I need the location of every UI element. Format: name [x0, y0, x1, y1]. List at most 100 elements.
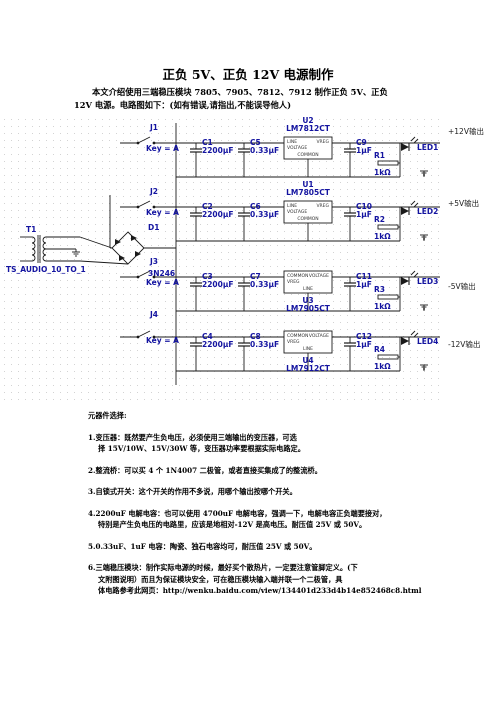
grid-dot	[333, 182, 334, 183]
grid-dot	[270, 273, 271, 274]
grid-dot	[277, 217, 278, 218]
grid-dot	[172, 126, 173, 127]
grid-dot	[249, 287, 250, 288]
grid-dot	[410, 203, 411, 204]
grid-dot	[291, 364, 292, 365]
grid-dot	[214, 280, 215, 281]
grid-dot	[11, 217, 12, 218]
grid-dot	[347, 238, 348, 239]
grid-dot	[221, 350, 222, 351]
grid-dot	[18, 189, 19, 190]
grid-dot	[396, 224, 397, 225]
note-item: 1.变压器：既然要产生负电压，必须使用三端输出的变压器，可选择 15V/10W、…	[88, 432, 428, 455]
grid-dot	[249, 196, 250, 197]
grid-dot	[368, 224, 369, 225]
grid-dot	[109, 140, 110, 141]
grid-dot	[368, 196, 369, 197]
switch-lever	[137, 270, 151, 278]
grid-dot	[389, 119, 390, 120]
grid-dot	[81, 378, 82, 379]
grid-dot	[46, 371, 47, 372]
grid-dot	[368, 287, 369, 288]
grid-dot	[25, 385, 26, 386]
grid-dot	[431, 182, 432, 183]
grid-dot	[109, 385, 110, 386]
grid-dot	[228, 231, 229, 232]
grid-dot	[221, 154, 222, 155]
grid-dot	[277, 140, 278, 141]
grid-dot	[123, 343, 124, 344]
grid-dot	[214, 322, 215, 323]
grid-dot	[417, 357, 418, 358]
grid-dot	[340, 259, 341, 260]
grid-dot	[438, 217, 439, 218]
grid-dot	[298, 322, 299, 323]
grid-dot	[263, 378, 264, 379]
grid-dot	[193, 119, 194, 120]
grid-dot	[151, 119, 152, 120]
grid-dot	[95, 245, 96, 246]
grid-dot	[361, 273, 362, 274]
grid-dot	[25, 392, 26, 393]
intro-line-1: 本文介绍使用三端稳压模块 7805、7905、7812、7912 制作正负 5V…	[92, 87, 388, 97]
grid-dot	[193, 168, 194, 169]
grid-dot	[32, 378, 33, 379]
grid-dot	[270, 336, 271, 337]
grid-dot	[158, 294, 159, 295]
grid-dot	[123, 154, 124, 155]
grid-dot	[417, 119, 418, 120]
grid-dot	[95, 224, 96, 225]
grid-dot	[25, 329, 26, 330]
grid-dot	[88, 392, 89, 393]
grid-dot	[431, 126, 432, 127]
grid-dot	[298, 238, 299, 239]
grid-dot	[88, 224, 89, 225]
diode-symbol	[131, 235, 137, 241]
switch-ref: J3	[149, 257, 158, 266]
grid-dot	[403, 154, 404, 155]
grid-dot	[151, 147, 152, 148]
grid-dot	[389, 343, 390, 344]
grid-dot	[123, 217, 124, 218]
grid-dot	[256, 392, 257, 393]
grid-dot	[375, 147, 376, 148]
grid-dot	[305, 182, 306, 183]
grid-dot	[144, 189, 145, 190]
grid-dot	[235, 308, 236, 309]
grid-dot	[144, 350, 145, 351]
grid-dot	[116, 350, 117, 351]
grid-dot	[277, 357, 278, 358]
grid-dot	[81, 168, 82, 169]
grid-dot	[326, 126, 327, 127]
grid-dot	[235, 287, 236, 288]
grid-dot	[116, 301, 117, 302]
grid-dot	[81, 161, 82, 162]
grid-dot	[165, 273, 166, 274]
grid-dot	[396, 119, 397, 120]
grid-dot	[11, 238, 12, 239]
grid-dot	[277, 203, 278, 204]
grid-dot	[263, 273, 264, 274]
grid-dot	[4, 266, 5, 267]
grid-dot	[389, 308, 390, 309]
grid-dot	[333, 217, 334, 218]
note-item: 6.三端稳压模块：制作实际电源的时候，最好买个散热片，一定要注意管脚定义。(下文…	[88, 562, 428, 585]
grid-dot	[60, 336, 61, 337]
grid-dot	[214, 336, 215, 337]
grid-dot	[326, 399, 327, 400]
grid-dot	[403, 385, 404, 386]
grid-dot	[207, 126, 208, 127]
grid-dot	[144, 119, 145, 120]
grid-dot	[151, 217, 152, 218]
grid-dot	[333, 378, 334, 379]
grid-dot	[193, 301, 194, 302]
grid-dot	[88, 203, 89, 204]
grid-dot	[354, 175, 355, 176]
grid-dot	[81, 126, 82, 127]
grid-dot	[46, 238, 47, 239]
grid-dot	[431, 343, 432, 344]
grid-dot	[389, 224, 390, 225]
grid-dot	[158, 126, 159, 127]
grid-dot	[81, 336, 82, 337]
grid-dot	[340, 322, 341, 323]
